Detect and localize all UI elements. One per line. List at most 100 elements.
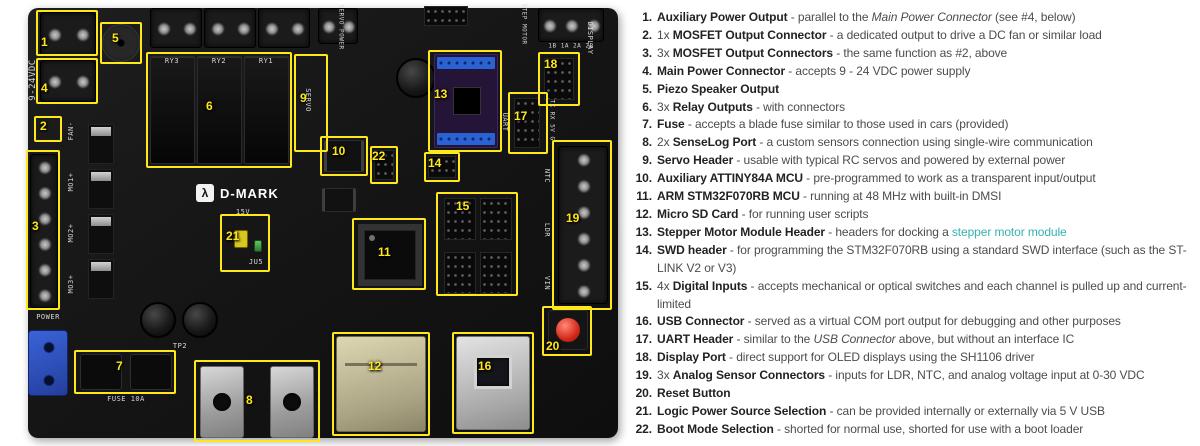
callout-box-12 [332, 332, 430, 436]
board-label: JU5 [248, 258, 264, 266]
legend-item-text: ARM STM32F070RB MCU - running at 48 MHz … [657, 188, 1196, 206]
callout-box-6 [146, 52, 292, 168]
legend-text-segment: Micro SD Card [657, 206, 739, 221]
callout-box-19 [552, 140, 612, 310]
board-label: TP2 [172, 342, 188, 350]
digital-input-connector-1 [444, 198, 476, 240]
legend-item-text: 4x Digital Inputs - accepts mechanical o… [657, 278, 1196, 314]
board-label: 9-24VDC [28, 59, 38, 101]
board-label: UART [501, 112, 509, 132]
logo-glyph: λ [201, 186, 209, 200]
power-select-jumper [234, 230, 248, 248]
legend-item: 15.4x Digital Inputs - accepts mechanica… [628, 278, 1196, 314]
legend-text-segment: - parallel to the [787, 10, 872, 24]
legend-text-segment: 3x [657, 368, 673, 383]
board-label: TX RX 5V G [548, 99, 556, 141]
legend-text-segment: 1x [657, 27, 673, 42]
legend-text-segment: Display Port [657, 350, 726, 365]
fuse-holder-left [80, 354, 122, 390]
legend-item-text: Piezo Speaker Output [657, 81, 1196, 99]
legend-text-segment: ARM STM32F070RB MCU [657, 189, 800, 204]
legend-text-segment: Piezo Speaker Output [657, 81, 780, 96]
legend-text-segment: - a dedicated output to drive a DC fan o… [826, 27, 1102, 42]
legend-text-segment: - the same function as #2, above [832, 45, 1008, 60]
callout-box-9 [294, 54, 328, 152]
legend-item-text: 1x MOSFET Output Connector - a dedicated… [657, 27, 1196, 45]
callout-number-6: 6 [206, 99, 213, 113]
legend-item: 19.3x Analog Sensor Connectors - inputs … [628, 367, 1196, 385]
callout-box-10 [320, 136, 368, 176]
uart-header [514, 98, 540, 148]
legend-item: 2.1x MOSFET Output Connector - a dedicat… [628, 27, 1196, 45]
legend-text-segment: Logic Power Source Selection [657, 403, 827, 418]
mosfet-transistor-3 [88, 214, 114, 254]
legend-item: 22.Boot Mode Selection - shorted for nor… [628, 421, 1196, 439]
legend-text-segment: SenseLog Port [672, 135, 757, 150]
legend-item: 18.Display Port - direct support for OLE… [628, 349, 1196, 367]
usb-connector [456, 336, 530, 430]
legend-item-number: 14. [635, 242, 652, 257]
legend-text-segment: - served as a virtual COM port output fo… [744, 314, 1121, 329]
callout-number-14: 14 [428, 156, 442, 170]
legend-item-number: 12. [635, 206, 652, 221]
attiny84a-mcu [324, 140, 364, 172]
legend-text-segment: - shorted for normal use, shorted for us… [773, 421, 1084, 436]
legend-text-segment: Reset Button [657, 386, 731, 401]
stepper-module-link[interactable]: stepper motor module [951, 224, 1067, 239]
piezo-speaker [102, 24, 140, 62]
stepper-driver-chip [453, 87, 481, 115]
legend-text-segment: - with connectors [752, 99, 846, 114]
legend-item-text: UART Header - similar to the USB Connect… [657, 331, 1196, 349]
relay-3 [150, 56, 195, 164]
legend-item-number: 9. [642, 153, 652, 168]
board-label: VIN [543, 275, 551, 291]
legend-text-segment: Digital Inputs [672, 278, 748, 293]
legend-item-number: 10. [635, 171, 652, 186]
callout-number-20: 20 [546, 339, 560, 353]
callout-box-16 [452, 332, 534, 434]
callout-box-15 [436, 192, 518, 296]
legend-text-segment: MOSFET Output Connectors [672, 45, 833, 60]
legend-text-segment: above, but without an interface IC [895, 332, 1075, 347]
board-label: DISPLAY [586, 21, 594, 55]
legend-item-text: 3x Relay Outputs - with connectors [657, 99, 1196, 117]
legend-item-number: 6. [642, 99, 652, 114]
relay-2 [197, 56, 242, 164]
legend-item-text: USB Connector - served as a virtual COM … [657, 313, 1196, 331]
stepper-module-header-row-top [437, 57, 495, 69]
board-label: SERVO POWER [337, 4, 345, 50]
legend-item: 11.ARM STM32F070RB MCU - running at 48 M… [628, 188, 1196, 206]
legend-panel: 1.Auxiliary Power Output - parallel to t… [620, 0, 1200, 446]
digital-input-connector-3 [444, 252, 476, 294]
callout-number-1: 1 [41, 35, 48, 49]
callout-number-17: 17 [514, 109, 528, 123]
callout-box-11 [352, 218, 426, 290]
callout-box-17 [508, 92, 548, 154]
legend-text-segment: - for programming the STM32F070RB using … [657, 242, 1187, 275]
legend-item-number: 19. [635, 368, 652, 383]
swd-header [428, 156, 456, 178]
callout-number-4: 4 [41, 81, 48, 95]
reset-button-cap [556, 318, 580, 342]
legend-text-segment: 3x [657, 99, 673, 114]
callout-number-3: 3 [32, 219, 39, 233]
legend-item-number: 17. [635, 332, 652, 347]
stepper-driver-module [434, 54, 498, 148]
callout-number-2: 2 [40, 119, 47, 133]
legend-text-segment: Main Power Connector [871, 10, 992, 24]
main-power-connector [40, 60, 96, 102]
board-label: 15V [235, 208, 251, 216]
legend-item-text: Display Port - direct support for OLED d… [657, 349, 1196, 367]
legend-list: 1.Auxiliary Power Output - parallel to t… [628, 9, 1196, 439]
board-label: 1B 1A 2A 2B [548, 42, 594, 50]
board-label: LDR [543, 222, 551, 238]
legend-item-text: Auxiliary ATTINY84A MCU - pre-programmed… [657, 170, 1196, 188]
legend-item: 4.Main Power Connector - accepts 9 - 24 … [628, 63, 1196, 81]
legend-item: 12.Micro SD Card - for running user scri… [628, 206, 1196, 224]
mosfet-transistor-1 [88, 124, 114, 164]
callout-number-10: 10 [332, 144, 346, 158]
callout-box-8 [194, 360, 320, 442]
legend-text-segment: - accepts mechanical or optical switches… [657, 278, 1187, 311]
board-label: RY3 [164, 57, 180, 65]
